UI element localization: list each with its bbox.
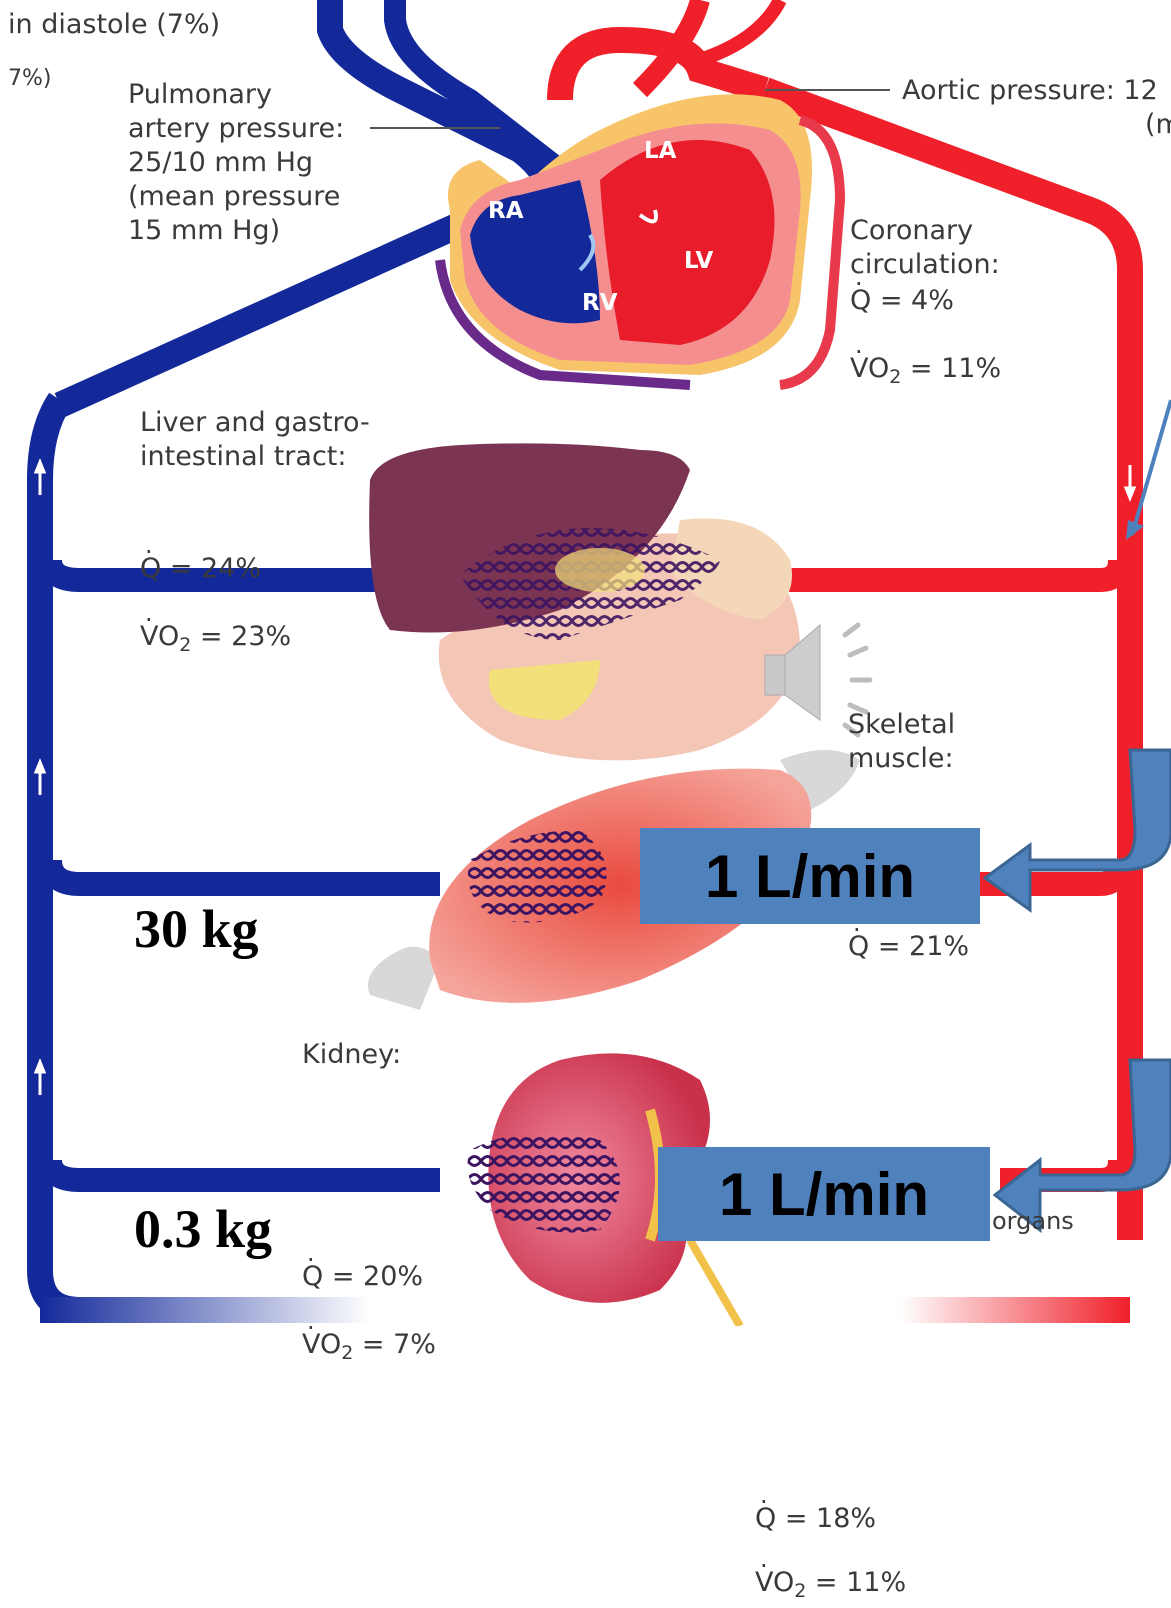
other-q: Q = 18% xyxy=(755,1502,1171,1536)
diastole-percent-label: 7%) xyxy=(8,62,51,96)
diastole-label: in diastole (7%) xyxy=(8,8,220,42)
coronary-title-2: circulation: xyxy=(850,248,1000,282)
muscle-mass-label: 30 kg xyxy=(134,898,259,960)
pulmonary-label-line2: artery pressure: xyxy=(128,112,344,146)
kidney-q: Q = 20% xyxy=(302,1260,1171,1294)
muscle-title-1: Skeletal xyxy=(848,708,955,742)
liver-q: Q = 24% xyxy=(140,552,1171,586)
muscle-title-2: muscle: xyxy=(848,742,954,776)
liver-title-2: intestinal tract: xyxy=(140,440,346,474)
aortic-pressure-label-2: (m xyxy=(1145,108,1171,142)
liver-gi-organ xyxy=(369,443,800,760)
other-organs-label: organs xyxy=(992,1204,1074,1238)
liver-title-1: Liver and gastro- xyxy=(140,406,370,440)
muscle-q: Q = 21% xyxy=(848,930,1171,964)
heart-label-lv: LV xyxy=(684,248,713,274)
kidney-mass-label: 0.3 kg xyxy=(134,1198,272,1260)
heart-label-la: LA xyxy=(644,138,676,164)
muscle-flow-callout: 1 L/min xyxy=(640,828,980,924)
pulmonary-label-line1: Pulmonary xyxy=(128,78,272,112)
coronary-q: Q = 4% xyxy=(850,284,1171,318)
pulmonary-label-line4: (mean pressure xyxy=(128,180,340,214)
kidney-flow-callout: 1 L/min xyxy=(658,1147,990,1241)
aortic-pressure-label: Aortic pressure: 12 xyxy=(902,74,1158,108)
coronary-vo2: VO2 = 11% xyxy=(850,352,1171,394)
pulmonary-label-line3: 25/10 mm Hg xyxy=(128,146,313,180)
kidney-title: Kidney: xyxy=(302,1038,401,1072)
heart-label-rv: RV xyxy=(582,290,618,316)
pulmonary-label-line5: 15 mm Hg) xyxy=(128,214,280,248)
coronary-title-1: Coronary xyxy=(850,214,973,248)
other-vo2: VO2 = 11% xyxy=(755,1566,1171,1608)
heart-label-ra: RA xyxy=(488,198,524,224)
kidney-vo2: VO2 = 7% xyxy=(302,1328,1171,1370)
liver-vo2: VO2 = 23% xyxy=(140,620,1171,662)
